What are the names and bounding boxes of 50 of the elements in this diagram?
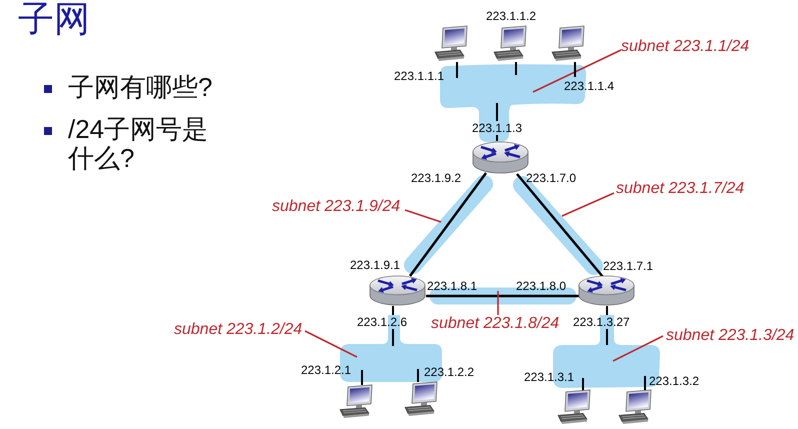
connection-line: [582, 378, 584, 391]
desktop-computer-icon: [402, 381, 440, 417]
subnet-label: subnet 223.1.1/24: [621, 38, 750, 56]
connection-line: [417, 369, 419, 382]
ip-address-label: 223.1.1.1: [394, 69, 444, 83]
bullet-text: /24子网号是什么?: [68, 115, 210, 173]
desktop-computer-icon: [555, 389, 593, 425]
link-line: [409, 172, 487, 277]
link-line: [426, 294, 579, 298]
ip-address-label: 223.1.7.0: [526, 171, 576, 185]
ip-address-label: 223.1.1.2: [486, 9, 536, 23]
subnet-label: subnet 223.1.7/24: [616, 180, 744, 198]
router-icon: [472, 141, 529, 174]
connection-line: [515, 62, 517, 75]
desktop-computer-icon: [549, 25, 587, 62]
ip-address-label: 223.1.3.2: [649, 374, 700, 388]
ip-address-label: 223.1.1.4: [564, 79, 614, 93]
slide-title: 子网: [18, 0, 90, 38]
leader-line: [532, 49, 622, 93]
ip-address-label: 223.1.8.1: [427, 279, 478, 293]
subnet-label: subnet 223.1.9/24: [272, 198, 400, 216]
ip-address-label: 223.1.2.1: [301, 363, 352, 377]
connection-line: [361, 370, 363, 385]
connection-line: [574, 62, 576, 77]
ip-address-label: 223.1.7.1: [603, 259, 654, 273]
subnet-label: subnet 223.1.3/24: [666, 327, 794, 345]
ip-address-label: 223.1.8.0: [516, 279, 566, 293]
desktop-computer-icon: [491, 25, 529, 62]
subnet-label: subnet 223.1.8/24: [431, 315, 560, 333]
router-icon: [578, 275, 635, 306]
desktop-computer-icon: [616, 389, 654, 425]
connection-line: [496, 103, 498, 141]
ip-address-label: 223.1.9.1: [350, 258, 400, 272]
connection-line: [392, 306, 394, 346]
router-icon: [369, 275, 426, 306]
desktop-computer-icon: [432, 25, 470, 62]
bullet-text: 子网有哪些?: [68, 73, 214, 102]
leader-line: [612, 335, 664, 362]
leader-line: [562, 192, 614, 217]
ip-address-label: 223.1.2.2: [424, 365, 474, 379]
subnet-label: subnet 223.1.2/24: [174, 321, 302, 339]
ip-address-label: 223.1.9.2: [411, 171, 462, 185]
connection-line: [456, 62, 458, 78]
leader-line: [404, 209, 442, 223]
connection-line: [644, 376, 646, 391]
connection-line: [606, 306, 608, 345]
desktop-computer-icon: [337, 384, 375, 419]
leader-line: [497, 291, 499, 315]
ip-address-label: 223.1.3.1: [524, 370, 574, 384]
leader-line: [304, 330, 358, 358]
